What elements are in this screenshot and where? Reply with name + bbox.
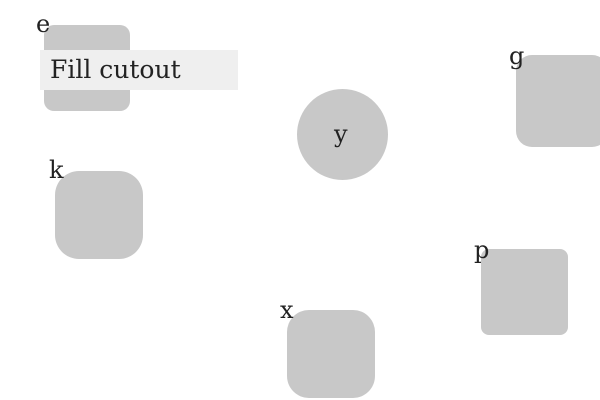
shape-g[interactable] xyxy=(516,55,600,147)
shape-label-g: g xyxy=(509,42,525,70)
shape-label-k: k xyxy=(49,156,64,184)
shape-p[interactable] xyxy=(481,249,568,335)
shape-label-y: y xyxy=(334,120,348,148)
shape-label-e: e xyxy=(36,10,51,38)
fill-cutout-button[interactable]: Fill cutout xyxy=(40,50,238,90)
shape-y-circle[interactable] xyxy=(297,89,388,180)
shape-label-x: x xyxy=(280,296,294,324)
shape-label-p: p xyxy=(474,236,490,264)
shape-x[interactable] xyxy=(287,310,375,398)
shape-k[interactable] xyxy=(55,171,143,259)
